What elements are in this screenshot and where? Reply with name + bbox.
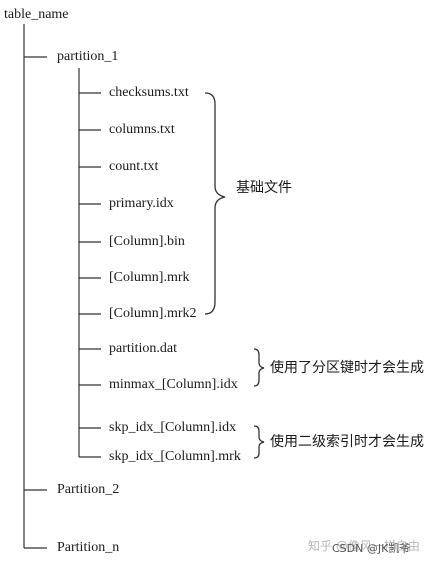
partition-n-label: Partition_n [57, 540, 120, 555]
file-primary-idx-label: primary.idx [109, 196, 174, 211]
base-files-brace [204, 92, 226, 315]
secondary-index-brace [253, 425, 265, 459]
file-checksums-label: checksums.txt [109, 85, 189, 100]
group-partition-key-label: 使用了分区键时才会生成 [270, 360, 424, 376]
group-base-files-label: 基础文件 [236, 180, 292, 196]
file-count-label: count.txt [109, 159, 159, 174]
partition-key-brace [253, 348, 265, 387]
partition-1-label: partition_1 [57, 49, 119, 64]
file-columns-label: columns.txt [109, 122, 175, 137]
file-column-bin-label: [Column].bin [109, 234, 185, 249]
file-column-mrk2-label: [Column].mrk2 [109, 306, 197, 321]
file-column-mrk-label: [Column].mrk [109, 270, 190, 285]
file-partition-dat-label: partition.dat [109, 341, 178, 356]
watermark-zhihu: 知乎 @像风一样自由 [308, 539, 420, 553]
watermark-csdn: CSDN @JK凯爷 [332, 542, 411, 555]
file-minmax-idx-label: minmax_[Column].idx [109, 377, 238, 392]
group-secondary-index-label: 使用二级索引时才会生成 [270, 434, 424, 450]
file-skp-idx-label: skp_idx_[Column].idx [109, 420, 237, 435]
partition-2-label: Partition_2 [57, 482, 120, 497]
root-table-name-label: table_name [4, 7, 69, 22]
file-skp-mrk-label: skp_idx_[Column].mrk [109, 449, 241, 464]
